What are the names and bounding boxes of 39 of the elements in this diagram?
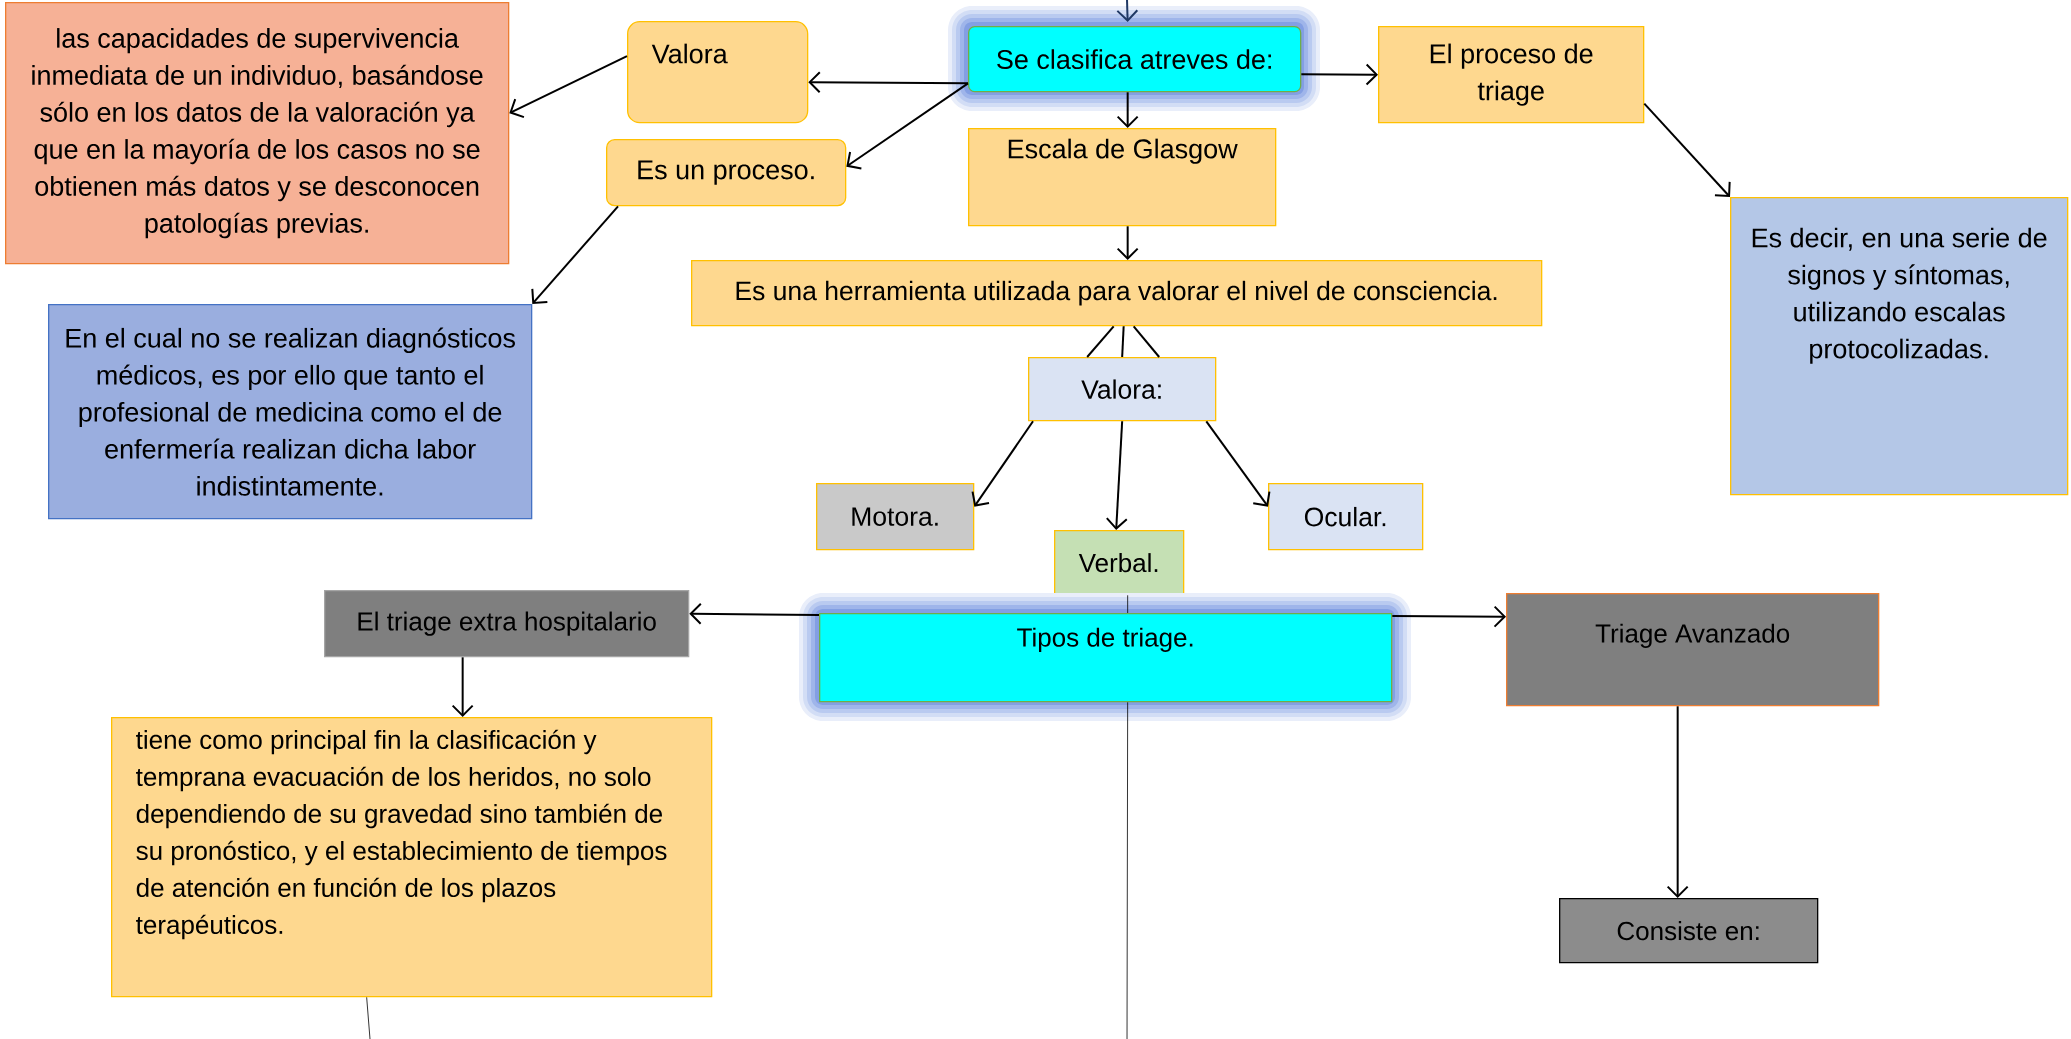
arrow	[1391, 605, 1507, 628]
text-box: Triage Avanzado	[1506, 593, 1880, 707]
connector-line	[1121, 325, 1125, 358]
text-box: El proceso de triage	[1378, 26, 1645, 124]
connector-line	[1086, 325, 1115, 358]
connector-line	[1126, 701, 1129, 1039]
text-box: Consiste en:	[1559, 898, 1819, 964]
arrow	[1205, 420, 1271, 507]
arrow	[689, 602, 820, 625]
text-box: Ocular.	[1268, 483, 1424, 551]
text-box: Es decir, en una serie de signos y síntomas, utilizando escalas protocolizadas.	[1730, 197, 2069, 496]
text-box: tiene como principal fin la clasificación y temprana evacuación de los heridos, no solo dependiendo de su gravedad sino también de su pronóstico, y el establecimiento de tiempos de atención en función de los plazos terapéuticos.	[111, 717, 713, 998]
text-box: Motora.	[816, 483, 975, 551]
highlighted-box: Se clasifica atreves de:	[948, 6, 1320, 111]
rounded-box: Valora	[627, 21, 809, 124]
text-box: En el cual no se realizan diagnósticos médicos, es por ello que tanto el profesional de medicina como el de enfermería realizan dicha labor indistintamente.	[48, 304, 533, 520]
connector-line	[366, 996, 371, 1039]
text-box: Es una herramienta utilizada para valorar el nivel de consciencia.	[691, 260, 1543, 327]
arrow	[509, 55, 628, 119]
arrow	[451, 656, 474, 717]
arrow	[1116, 91, 1139, 128]
text-box: las capacidades de supervivencia inmediata de un individuo, basándose sólo en los datos de la valoración ya que en la mayoría de los casos no se obtienen más datos y se desconocen patologías previas.	[5, 2, 510, 265]
highlighted-box: Tipos de triage.	[799, 593, 1411, 721]
arrow	[1300, 63, 1378, 86]
rounded-box: Es un proceso.	[606, 139, 847, 207]
arrow	[1116, 225, 1139, 260]
arrow	[1643, 102, 1731, 197]
arrow	[531, 205, 619, 304]
text-box: Escala de Glasgow	[968, 128, 1277, 227]
text-box: Valora:	[1028, 357, 1217, 422]
arrow	[1105, 420, 1128, 530]
arrow	[846, 82, 969, 170]
arrow	[971, 420, 1034, 507]
connector-line	[1132, 325, 1161, 358]
arrow	[1666, 705, 1689, 898]
text-box: Verbal.	[1054, 530, 1185, 596]
connector-line	[1127, 594, 1129, 614]
arrow	[808, 71, 969, 94]
text-box: El triage extra hospitalario	[324, 590, 690, 658]
